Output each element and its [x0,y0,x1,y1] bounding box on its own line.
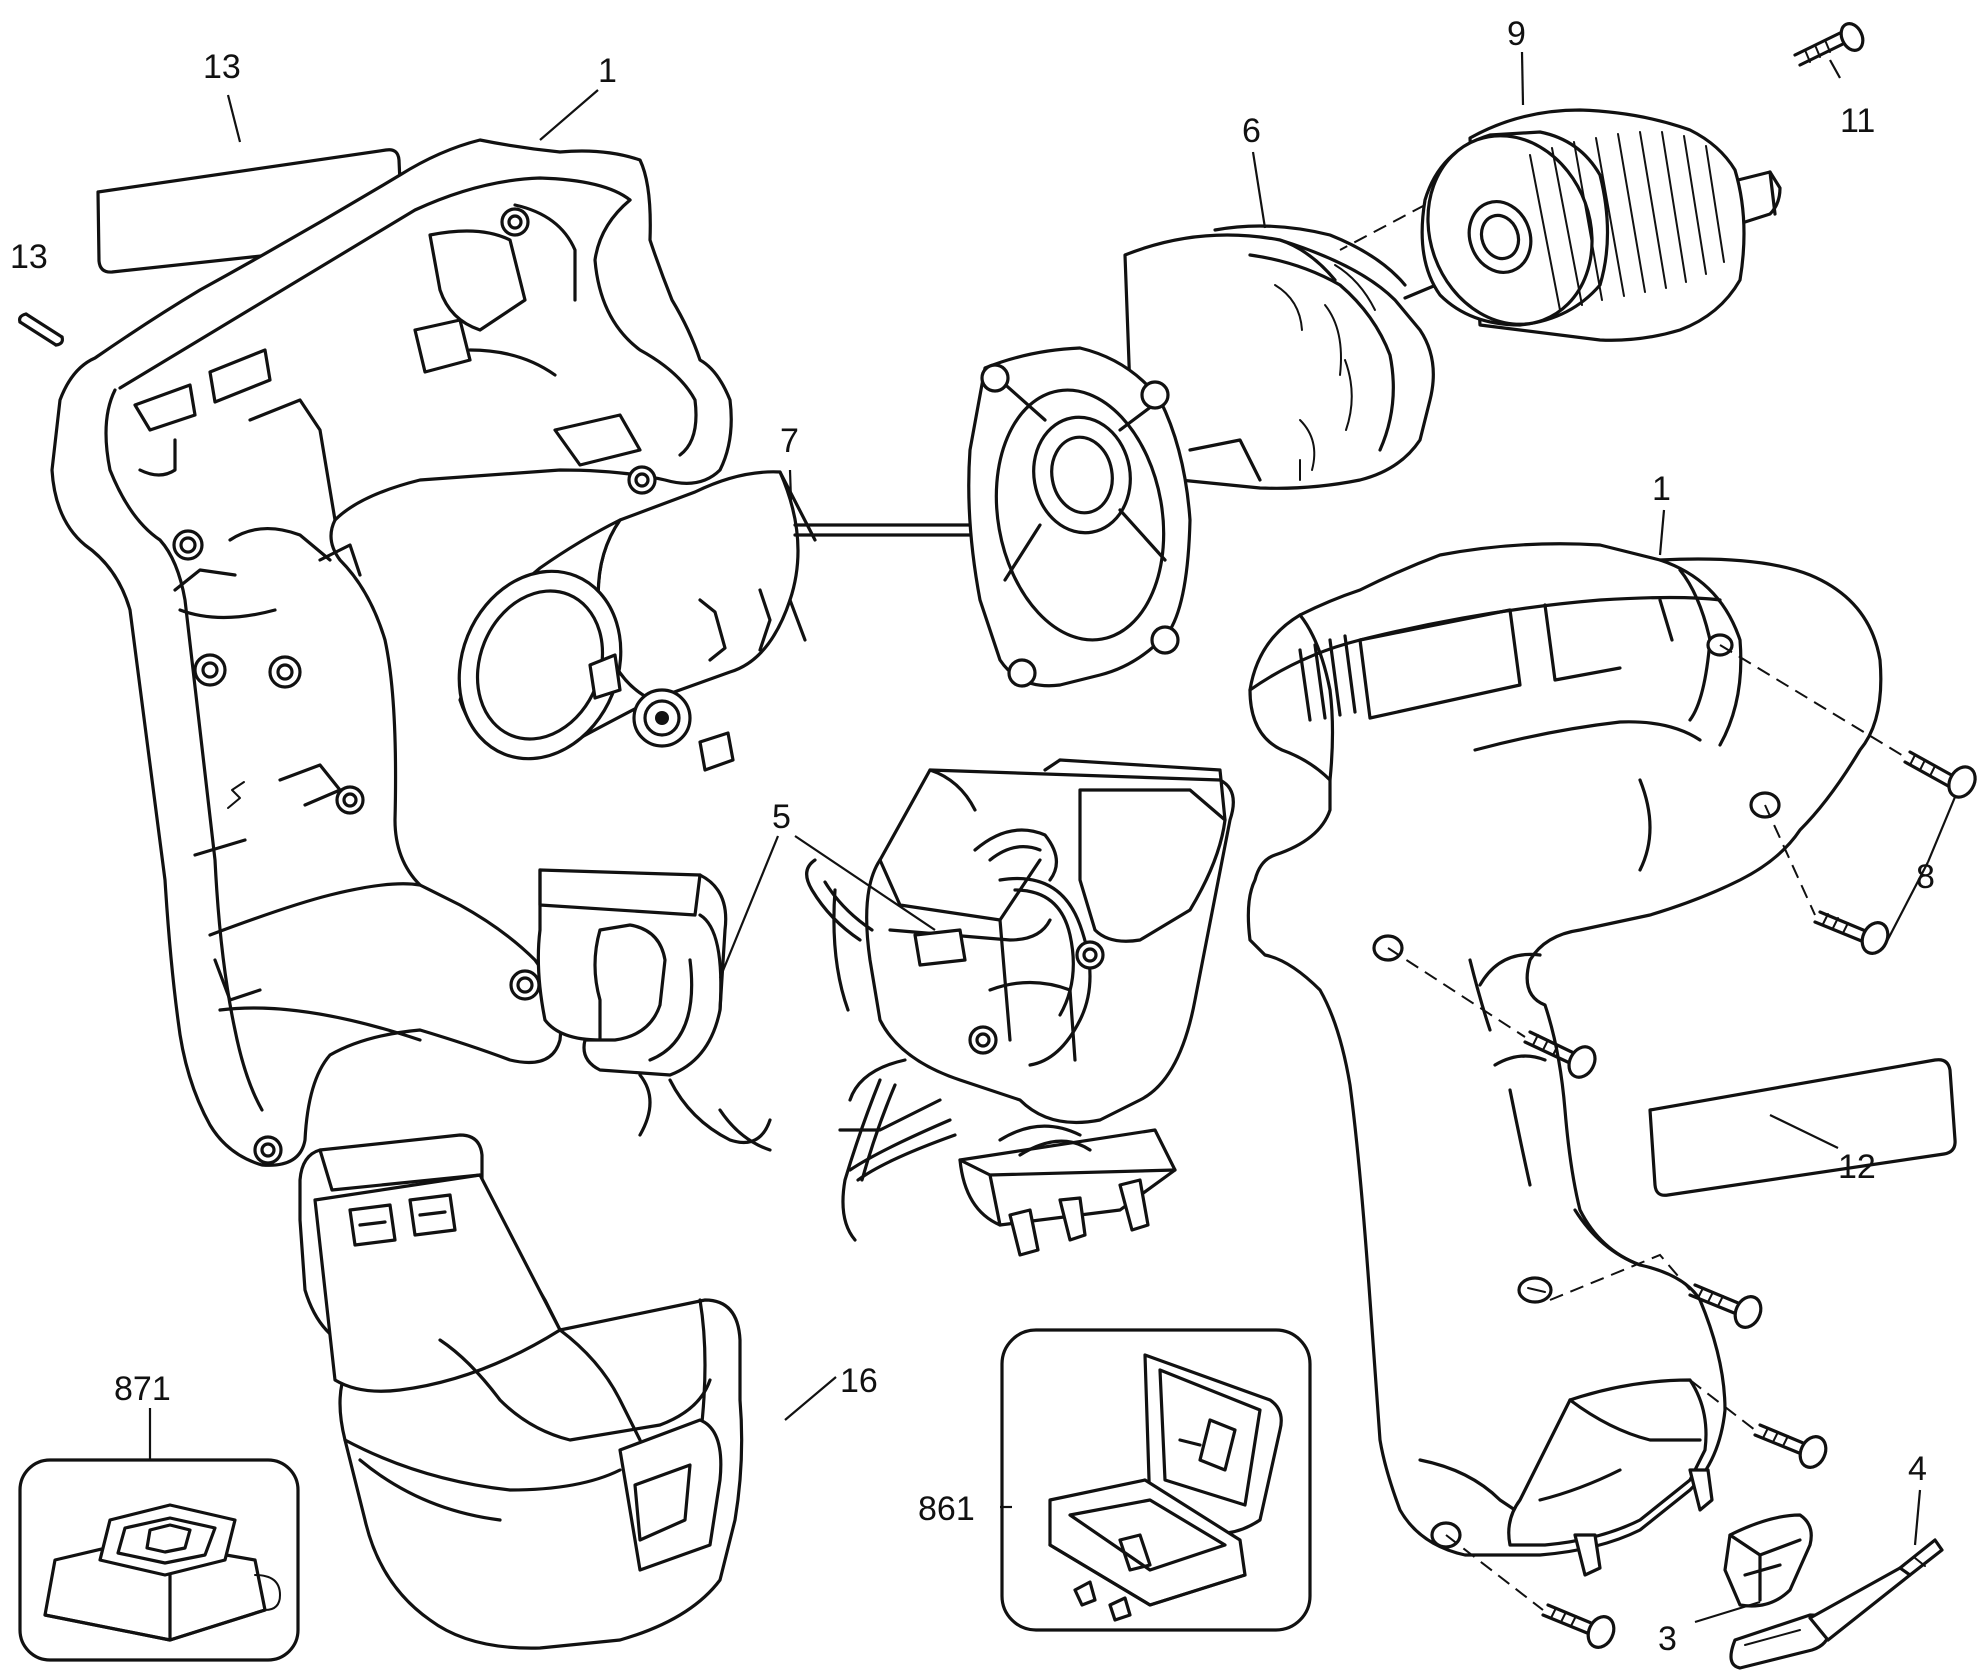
bit-holder [1723,1513,1813,1608]
label-1-left: 1 [598,52,617,90]
label-8: 8 [1916,858,1935,896]
screwdriver-bit [1729,1538,1944,1670]
housing-left [50,138,733,1167]
nameplate-right [1648,1058,1957,1197]
charger [18,1458,300,1662]
chuck-screw [1793,22,1865,67]
label-861: 861 [918,1490,975,1528]
label-4: 4 [1908,1450,1927,1488]
label-11: 13 [10,238,48,276]
label-16: 16 [840,1362,878,1400]
case [1000,1328,1312,1632]
label-9: 9 [1507,15,1526,53]
housing-right [1246,542,1883,1577]
screws [1387,644,1977,1649]
label-13: 13 [203,48,241,86]
motor [457,470,972,772]
label-871: 871 [114,1370,171,1408]
chuck [1339,108,1782,342]
label-3: 3 [1658,1620,1677,1658]
callout-labels: 13 1 13 6 9 11 7 1 5 8 12 16 871 861 4 3 [10,15,1935,1658]
label-10: 11 [1840,102,1875,140]
gearbox [967,224,1462,688]
label-5: 5 [772,798,791,836]
label-6: 6 [1242,112,1261,150]
battery [298,1133,744,1650]
label-1-right: 1 [1652,470,1671,508]
switch [536,758,1235,1257]
pin [18,312,64,347]
leader-lines [148,51,1957,1624]
label-7: 7 [780,422,799,460]
label-12: 12 [1838,1148,1876,1186]
